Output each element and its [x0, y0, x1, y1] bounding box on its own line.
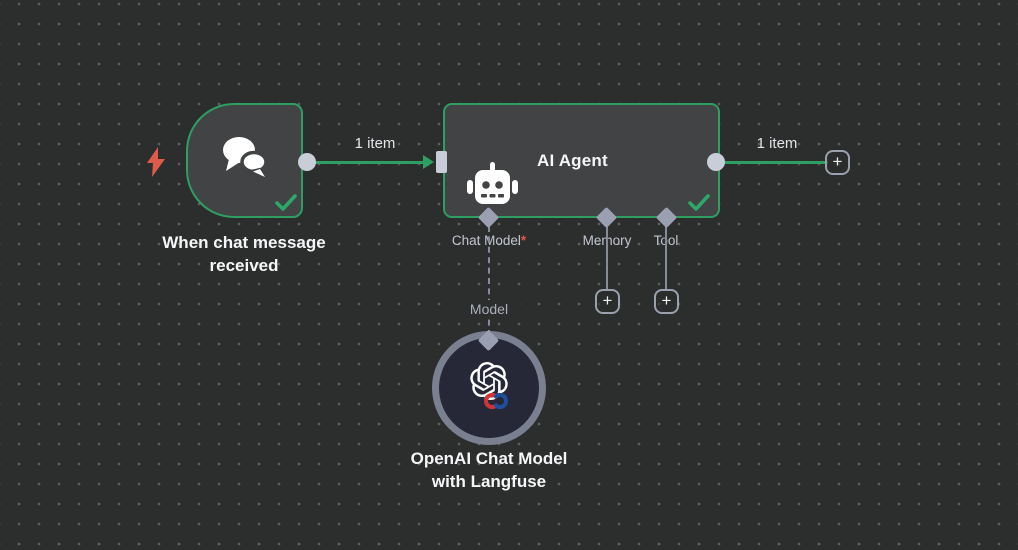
connection-items-label: 1 item	[756, 135, 798, 152]
connection-items-label: 1 item	[354, 135, 396, 152]
required-marker: *	[520, 233, 527, 248]
success-check-icon	[275, 194, 297, 211]
node-title: AI Agent	[537, 150, 608, 170]
memory-stub-line	[606, 226, 608, 290]
agent-input-connector[interactable]	[436, 151, 447, 173]
add-tool-button[interactable]: +	[654, 289, 679, 314]
connection-chat-model-link	[488, 226, 490, 336]
add-next-node-button[interactable]: +	[825, 150, 850, 175]
model-link-label: Model	[458, 300, 520, 318]
langfuse-icon	[483, 392, 509, 410]
node-ai-agent[interactable]: AI Agent	[443, 103, 720, 218]
success-check-icon	[688, 194, 710, 211]
robot-icon	[467, 161, 518, 204]
connection-trigger-to-agent	[307, 161, 429, 164]
port-label-chat-model: Chat Model*	[451, 233, 527, 248]
agent-output-connector[interactable]	[707, 153, 725, 171]
node-label: OpenAI Chat Model with Langfuse	[410, 449, 568, 491]
connection-agent-output	[716, 161, 828, 164]
add-memory-button[interactable]: +	[595, 289, 620, 314]
chat-bubbles-icon	[223, 137, 269, 180]
openai-icon	[470, 362, 508, 400]
trigger-output-connector[interactable]	[298, 153, 316, 171]
trigger-bolt-icon	[147, 147, 165, 177]
tool-stub-line	[665, 226, 667, 290]
node-label: When chat message received	[162, 233, 326, 275]
connection-arrowhead-icon	[423, 155, 434, 169]
node-when-chat-message-received[interactable]	[186, 103, 303, 218]
